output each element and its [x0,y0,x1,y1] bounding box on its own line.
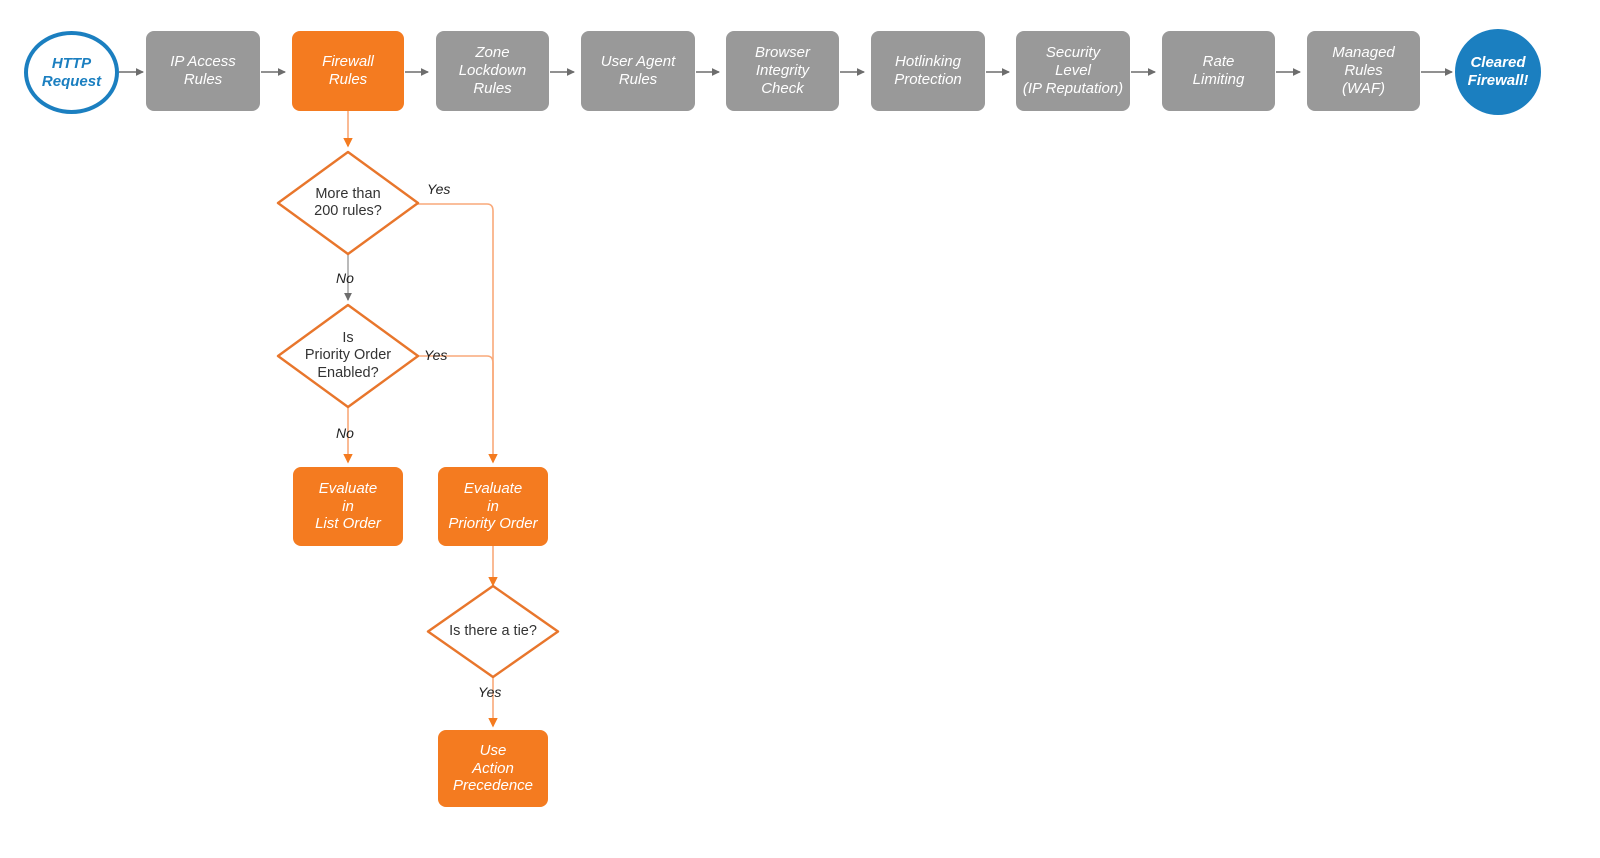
outcome-label: Use Action Precedence [452,741,534,795]
step-rate-limiting[interactable]: Rate Limiting [1162,31,1275,111]
step-label: Zone Lockdown Rules [458,44,527,97]
decision-label: Is Priority Order Enabled? [304,329,392,381]
end-node-cleared-firewall[interactable]: Cleared Firewall! [1455,29,1541,115]
step-label: Firewall Rules [322,53,374,88]
outcome-label: Evaluate in List Order [315,479,381,533]
step-browser-integrity-check[interactable]: Browser Integrity Check [726,31,839,111]
diamond-outline [276,150,420,256]
step-user-agent-rules[interactable]: User Agent Rules [581,31,695,111]
step-label: Managed Rules (WAF) [1332,44,1395,97]
diamond-outline [276,303,420,409]
outcome-evaluate-in-list-order[interactable]: Evaluate in List Order [293,467,403,546]
edge-label-priority-no: No [336,425,354,441]
step-label: Rate Limiting [1192,53,1245,88]
outcome-use-action-precedence[interactable]: Use Action Precedence [438,730,548,807]
edge-label-tie-yes: Yes [478,684,502,700]
step-ip-access-rules[interactable]: IP Access Rules [146,31,260,111]
diamond-outline [426,584,560,679]
step-label: Security Level (IP Reputation) [1022,44,1124,97]
edge-label-rules-no: No [336,270,354,286]
step-security-level[interactable]: Security Level (IP Reputation) [1016,31,1130,111]
decision-label: Is there a tie? [449,622,537,639]
decision-is-there-a-tie[interactable]: Is there a tie? [426,584,560,679]
step-label: User Agent Rules [600,53,676,88]
decision-label: More than 200 rules? [314,185,382,219]
edge-label-priority-yes: Yes [424,347,448,363]
outcome-evaluate-in-priority-order[interactable]: Evaluate in Priority Order [438,467,548,546]
outcome-label: Evaluate in Priority Order [448,479,538,533]
start-node-http-request[interactable]: HTTP Request [24,31,119,114]
decision-is-priority-order-enabled[interactable]: Is Priority Order Enabled? [276,303,420,409]
edge-label-rules-yes: Yes [427,181,451,197]
step-label: Browser Integrity Check [754,44,810,97]
end-node-label: Cleared Firewall! [1467,54,1529,89]
step-firewall-rules[interactable]: Firewall Rules [292,31,404,111]
step-zone-lockdown-rules[interactable]: Zone Lockdown Rules [436,31,549,111]
step-label: Hotlinking Protection [894,53,962,88]
start-node-label: HTTP Request [41,54,102,90]
decision-more-than-200-rules[interactable]: More than 200 rules? [276,150,420,256]
step-label: IP Access Rules [170,53,236,88]
step-hotlinking-protection[interactable]: Hotlinking Protection [871,31,985,111]
step-managed-rules-waf[interactable]: Managed Rules (WAF) [1307,31,1420,111]
